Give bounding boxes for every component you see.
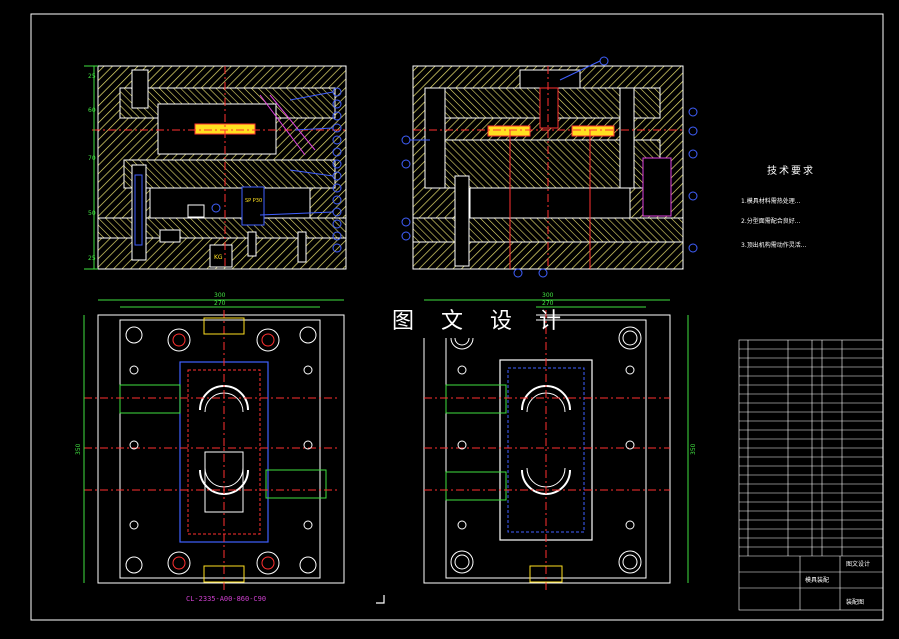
drawing-frame (30, 13, 884, 621)
side-dim-5: 25 (88, 255, 96, 262)
plan-view-left: 300 270 350 (75, 292, 345, 590)
width-dim-right: 300 (542, 292, 554, 299)
height-dim-right: 350 (690, 443, 697, 455)
side-dim-2: 60 (88, 107, 96, 114)
width-dim-left: 300 (214, 292, 226, 299)
spring-box-label: SP P30 (245, 198, 262, 204)
height-dim-left: 350 (75, 443, 82, 455)
inner-width-dim-left: 270 (214, 300, 226, 307)
side-dim-4: 50 (88, 210, 96, 217)
tech-requirement-line-3: 3.顶出机构需动作灵活... (741, 242, 807, 249)
title-block-sub: 装配图 (846, 598, 864, 606)
parts-list-rows (739, 348, 883, 548)
guide-bushings-left (125, 326, 317, 575)
inner-width-dim-right: 270 (542, 300, 554, 307)
tech-requirement-line-1: 1.模具材料需热处理... (741, 198, 801, 205)
balloon-column-left (211, 87, 342, 253)
parts-list-table (738, 339, 884, 611)
watermark-text: 图 文 设 计 (388, 306, 561, 338)
side-dim-3: 70 (88, 155, 96, 162)
section-view-right (401, 56, 698, 278)
title-block-part-name: 模具装配 (805, 576, 829, 584)
tech-requirements-title: 技术要求 (767, 166, 815, 177)
pin-box-label: KG (214, 254, 223, 261)
side-dim-1: 25 (88, 73, 96, 80)
tech-requirement-line-2: 2.分型面需配合良好... (741, 218, 801, 225)
title-block-company: 图文设计 (846, 560, 870, 568)
section-view-left: 25 60 70 50 25 SP P30 KG (84, 65, 347, 270)
corner-marker (376, 595, 385, 604)
plan-view-right: 300 270 350 (423, 292, 697, 590)
guide-pillars-right (450, 326, 642, 574)
balloon-markers-right (401, 56, 698, 278)
dimension-side-left: 25 60 70 50 25 (88, 73, 96, 262)
drawing-code: CL-2335-A00-860-C90 (186, 595, 267, 603)
